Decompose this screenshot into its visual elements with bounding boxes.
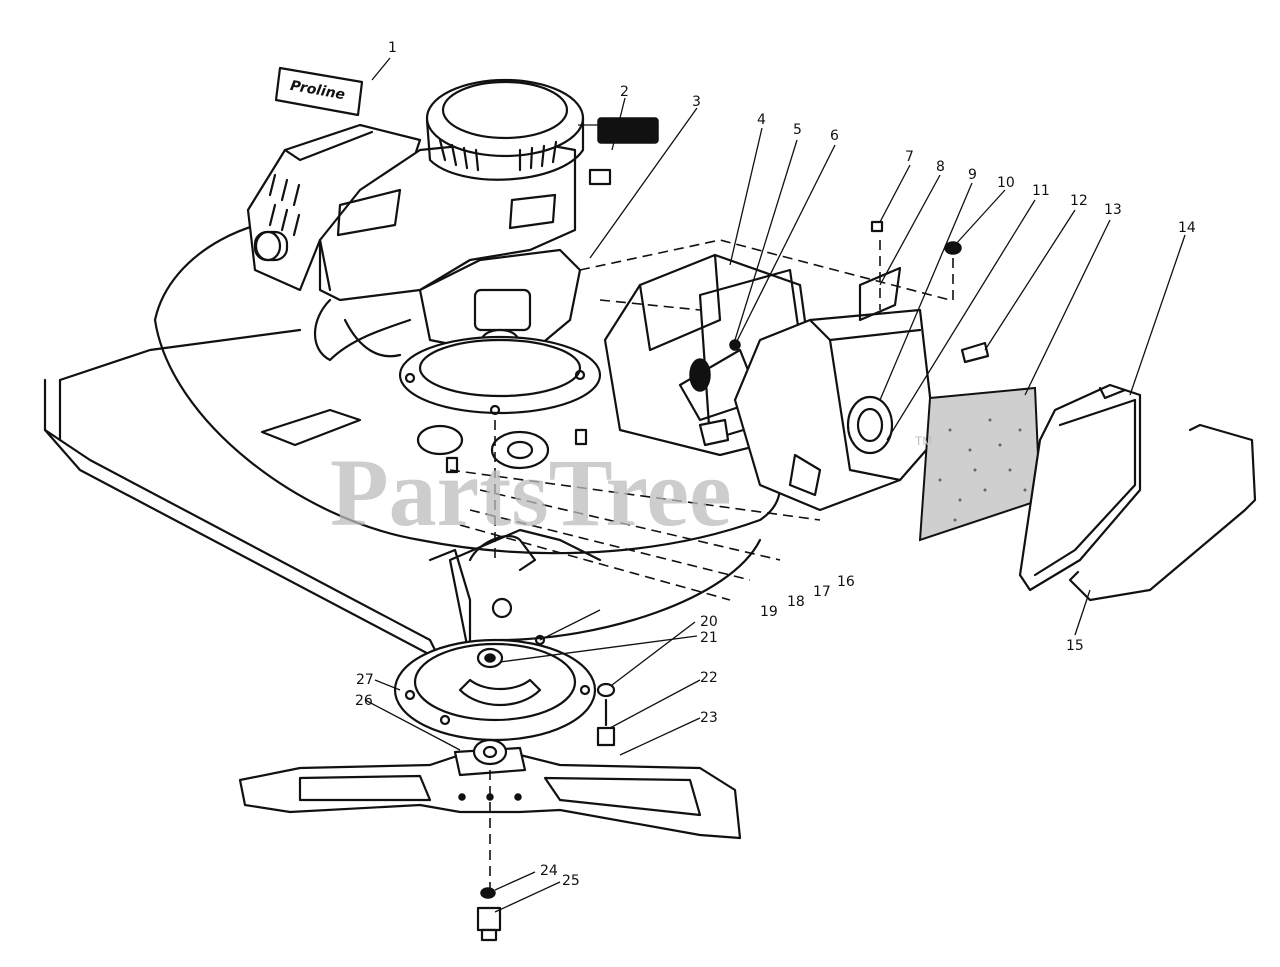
- callout-13: 13: [1104, 202, 1122, 218]
- callout-10: 10: [997, 175, 1015, 191]
- callout-19: 19: [760, 604, 778, 620]
- air-cleaner-cover: [1018, 383, 1142, 592]
- callout-3: 3: [692, 94, 701, 110]
- foam-filter: [918, 386, 1042, 542]
- callout-27: 27: [356, 672, 374, 688]
- callout-5: 5: [793, 122, 802, 138]
- callout-9: 9: [968, 167, 977, 183]
- callout-2: 2: [620, 84, 629, 100]
- callout-26: 26: [355, 693, 373, 709]
- callout-15: 15: [1066, 638, 1084, 654]
- callout-17: 17: [813, 584, 831, 600]
- callout-14: 14: [1178, 220, 1196, 236]
- blade-assembly: [238, 634, 742, 942]
- callout-16: 16: [837, 574, 855, 590]
- callout-8: 8: [936, 159, 945, 175]
- callout-1: 1: [388, 40, 397, 56]
- retaining-rod: [1068, 423, 1257, 602]
- air-cleaner-body: [733, 266, 937, 512]
- callout-6: 6: [830, 128, 839, 144]
- assembly-lines: [449, 239, 954, 890]
- callout-labels: 1 2 3 4 5 6 7 8 9 10 11 12 13 14 15 16 1…: [355, 40, 1196, 889]
- callout-23: 23: [700, 710, 718, 726]
- callout-12: 12: [1070, 193, 1088, 209]
- control-knob: [578, 117, 659, 186]
- callout-4: 4: [757, 112, 766, 128]
- callout-18: 18: [787, 594, 805, 610]
- callout-7: 7: [905, 149, 914, 165]
- callout-25: 25: [562, 873, 580, 889]
- callout-21: 21: [700, 630, 718, 646]
- engine: [246, 78, 602, 416]
- callout-20: 20: [700, 614, 718, 630]
- watermark: PartsTree TM: [330, 434, 932, 546]
- watermark-tm: TM: [915, 434, 932, 448]
- leader-lines: [364, 57, 1186, 913]
- callout-11: 11: [1032, 183, 1050, 199]
- callout-24: 24: [540, 863, 558, 879]
- proline-decal: Proline: [274, 66, 364, 117]
- watermark-text: PartsTree: [330, 439, 732, 546]
- callout-22: 22: [700, 670, 718, 686]
- small-hardware: [416, 220, 990, 474]
